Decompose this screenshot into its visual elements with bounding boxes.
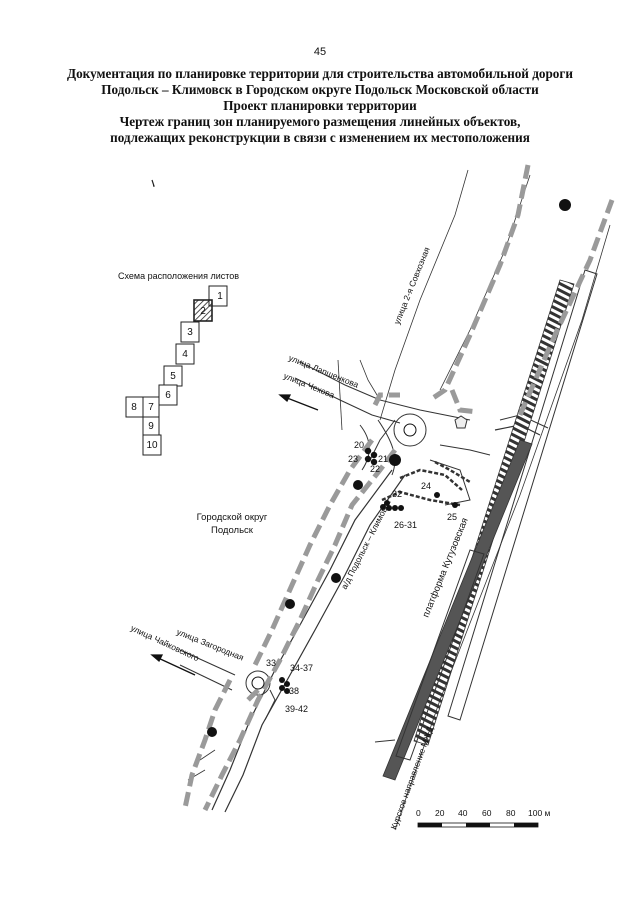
point-label-25: 25 <box>447 512 457 522</box>
point-label-23: 23 <box>348 454 358 464</box>
sheet-8-label: 8 <box>131 402 137 413</box>
scale-tick-0: 0 <box>416 808 421 818</box>
street-labels: улица 2-я Совхозная улица Лапшенкова ули… <box>129 245 471 830</box>
scale-tick-100: 100 м <box>528 808 551 818</box>
point-label-21: 21 <box>378 454 388 464</box>
point-label-20: 20 <box>354 440 364 450</box>
reconstruction-zone <box>381 460 471 507</box>
document-title: Документация по планировке территории дл… <box>40 66 600 146</box>
sheet-8[interactable] <box>125 396 144 418</box>
sheet-4-label: 4 <box>182 349 188 360</box>
sheet-5-label: 5 <box>170 371 176 382</box>
point-label-38: 38 <box>289 686 299 696</box>
sheet-4[interactable] <box>175 343 195 365</box>
point-label-34-37: 34-37 <box>290 663 313 673</box>
street-label-chaikovskogo: улица Чайковского <box>129 623 201 664</box>
traffic-light-icon <box>251 676 265 690</box>
point-label-39-42: 39-42 <box>285 704 308 714</box>
road-marker-icon <box>353 480 363 490</box>
road-marker-icon <box>285 599 295 609</box>
sheet-scheme: Схема расположения листов 1 2 3 4 5 6 <box>118 271 239 456</box>
railway-tracks <box>382 224 611 831</box>
point-labels: 20 21 22 23 24 25 26-31 32 33 34-37 38 3… <box>266 440 457 714</box>
road-marker-icon <box>331 573 341 583</box>
sheet-10-label: 10 <box>146 440 158 451</box>
parking-icon <box>559 199 571 211</box>
zone-boundary <box>182 164 615 812</box>
title-line-3: Проект планировки территории <box>223 98 417 113</box>
sheet-6-label: 6 <box>165 390 171 401</box>
sheet-1[interactable] <box>208 285 228 307</box>
sheet-3-label: 3 <box>187 327 193 338</box>
district-label-line-1: Городской округ <box>197 512 268 523</box>
bus-stop-icon <box>389 454 401 466</box>
sheet-9-label: 9 <box>148 421 154 432</box>
sheet-6[interactable] <box>158 384 178 406</box>
road-marker-icon <box>207 727 217 737</box>
sheet-1-label: 1 <box>217 291 223 302</box>
small-mark <box>151 179 155 187</box>
title-line-5: подлежащих реконструкции в связи с измен… <box>110 130 530 145</box>
page-number: 45 <box>313 46 327 58</box>
scale-tick-40: 40 <box>458 808 468 818</box>
point-label-24: 24 <box>421 481 431 491</box>
sheet-3[interactable] <box>180 321 200 343</box>
title-line-4: Чертеж границ зон планируемого размещени… <box>119 114 521 129</box>
traffic-light-icon <box>403 423 417 437</box>
point-label-26-31: 26-31 <box>394 520 417 530</box>
title-line-2: Подольск – Климовск в Городском округе П… <box>101 82 539 97</box>
sheet-2-current[interactable] <box>193 299 213 322</box>
sheet-2-label: 2 <box>200 306 206 317</box>
point-markers <box>279 447 458 694</box>
scale-bar: 0 20 40 60 80 100 м <box>416 808 551 828</box>
point-label-22: 22 <box>370 464 380 474</box>
building-icon <box>454 415 468 429</box>
scale-tick-20: 20 <box>435 808 445 818</box>
district-label-line-2: Подольск <box>211 525 254 536</box>
sheet-scheme-title: Схема расположения листов <box>118 271 239 281</box>
road-label: а/д Подольск – Климовск <box>339 498 393 591</box>
point-label-32: 32 <box>392 489 402 499</box>
sheet-7-label: 7 <box>148 402 154 413</box>
street-arrows <box>150 394 319 676</box>
road-symbols <box>207 199 571 737</box>
district-label: Городской округ Подольск <box>197 512 268 536</box>
title-line-1: Документация по планировке территории дл… <box>67 66 573 81</box>
scale-tick-60: 60 <box>482 808 492 818</box>
sheet-10[interactable] <box>142 434 162 456</box>
scale-tick-80: 80 <box>506 808 516 818</box>
point-label-33: 33 <box>266 658 276 668</box>
